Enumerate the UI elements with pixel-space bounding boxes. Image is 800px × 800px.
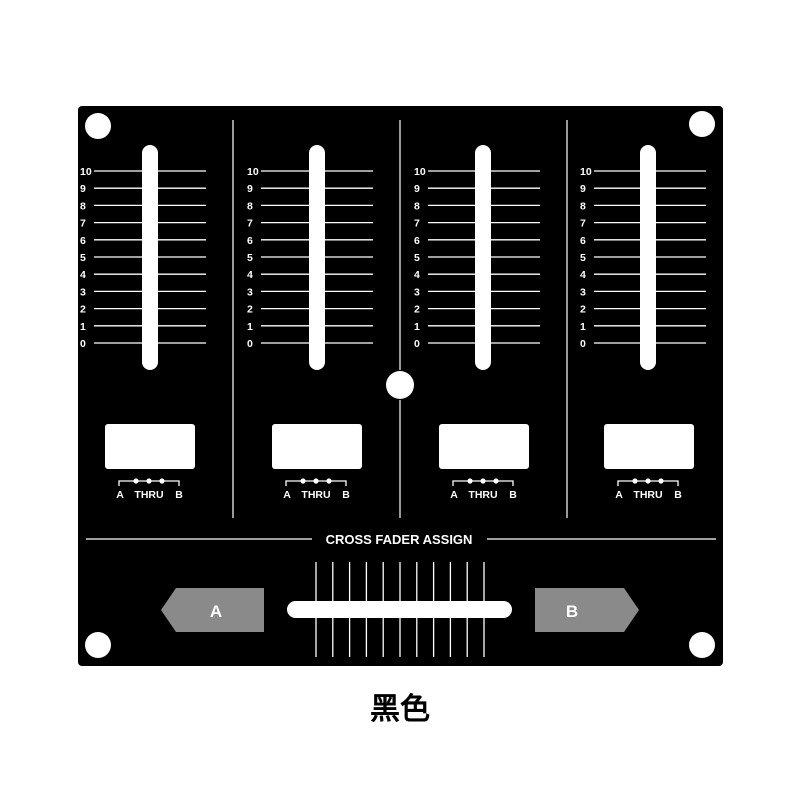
- fader-scale-label: 8: [580, 200, 586, 212]
- mounting-hole-top-right: [689, 111, 715, 137]
- cross-fader-slot: [287, 601, 512, 618]
- assign-label-thru: THRU: [633, 489, 662, 501]
- fader-scale-label: 7: [247, 218, 253, 230]
- assign-label-a: A: [450, 489, 458, 501]
- fader-scale-label: 9: [414, 183, 420, 195]
- assign-label-b: B: [674, 489, 682, 501]
- mounting-hole-bottom-left: [85, 632, 111, 658]
- assign-switch-dot: [645, 478, 651, 484]
- assign-label-b: B: [342, 489, 350, 501]
- fader-scale-label: 4: [580, 269, 586, 281]
- assign-switch-dot: [313, 478, 319, 484]
- fader-scale-label: 6: [414, 235, 420, 247]
- fader-scale-label: 4: [247, 269, 253, 281]
- fader-scale-label: 3: [247, 286, 253, 298]
- fader-scale-label: 7: [80, 218, 86, 230]
- assign-label-thru: THRU: [134, 489, 163, 501]
- cross-fader-title: CROSS FADER ASSIGN: [326, 532, 473, 547]
- channel-window: [272, 424, 362, 469]
- mounting-hole-bottom-right: [689, 632, 715, 658]
- assign-label-a: A: [116, 489, 124, 501]
- assign-label-a: A: [615, 489, 623, 501]
- fader-scale-label: 9: [580, 183, 586, 195]
- assign-label-thru: THRU: [301, 489, 330, 501]
- fader-scale-label: 6: [80, 235, 86, 247]
- fader-scale-label: 10: [414, 166, 426, 178]
- fader-scale-label: 5: [247, 252, 253, 264]
- center-hole: [386, 371, 414, 399]
- assign-switch-dot: [493, 478, 499, 484]
- fader-scale-label: 1: [414, 321, 420, 333]
- fader-scale-label: 8: [80, 200, 86, 212]
- channel-window: [604, 424, 694, 469]
- fader-scale-label: 8: [414, 200, 420, 212]
- assign-switch-dot: [300, 478, 306, 484]
- assign-switch-dot: [658, 478, 664, 484]
- channel-fader-slot: [142, 145, 158, 370]
- fader-scale-label: 4: [414, 269, 420, 281]
- cross-fader-b-label: B: [566, 602, 578, 621]
- fader-scale-label: 6: [580, 235, 586, 247]
- fader-scale-label: 10: [247, 166, 259, 178]
- fader-scale-label: 2: [414, 304, 420, 316]
- fader-scale-label: 4: [80, 269, 86, 281]
- fader-scale-label: 3: [80, 286, 86, 298]
- cross-fader-b-tab: [535, 588, 639, 632]
- mounting-hole-top-left: [85, 113, 111, 139]
- fader-scale-label: 8: [247, 200, 253, 212]
- assign-switch-dot: [467, 478, 473, 484]
- assign-label-a: A: [283, 489, 291, 501]
- fader-scale-label: 1: [580, 321, 586, 333]
- fader-scale-label: 2: [80, 304, 86, 316]
- fader-scale-label: 2: [247, 304, 253, 316]
- assign-switch-dot: [133, 478, 139, 484]
- channel-fader-slot: [475, 145, 491, 370]
- assign-switch-dot: [632, 478, 638, 484]
- fader-scale-label: 2: [580, 304, 586, 316]
- fader-scale-label: 5: [580, 252, 586, 264]
- cross-fader-a-tab: [161, 588, 264, 632]
- fader-scale-label: 0: [80, 338, 86, 350]
- fader-scale-label: 1: [247, 321, 253, 333]
- cross-fader-a-label: A: [210, 602, 222, 621]
- fader-scale-label: 9: [80, 183, 86, 195]
- fader-scale-label: 3: [580, 286, 586, 298]
- channel-window: [439, 424, 529, 469]
- assign-label-b: B: [509, 489, 517, 501]
- channel-window: [105, 424, 195, 469]
- channel-fader-slot: [640, 145, 656, 370]
- fader-scale-label: 7: [580, 218, 586, 230]
- fader-scale-label: 10: [80, 166, 92, 178]
- fader-scale-label: 10: [580, 166, 592, 178]
- fader-scale-label: 0: [247, 338, 253, 350]
- fader-scale-label: 0: [580, 338, 586, 350]
- assign-switch-dot: [159, 478, 165, 484]
- assign-switch-dot: [326, 478, 332, 484]
- fader-scale-label: 6: [247, 235, 253, 247]
- color-caption: 黑色: [370, 692, 430, 727]
- fader-scale-label: 7: [414, 218, 420, 230]
- channel-fader-slot: [309, 145, 325, 370]
- fader-scale-label: 5: [414, 252, 420, 264]
- assign-label-thru: THRU: [468, 489, 497, 501]
- assign-switch-dot: [146, 478, 152, 484]
- fader-scale-label: 5: [80, 252, 86, 264]
- assign-switch-dot: [480, 478, 486, 484]
- fader-scale-label: 0: [414, 338, 420, 350]
- fader-scale-label: 3: [414, 286, 420, 298]
- fader-scale-label: 9: [247, 183, 253, 195]
- assign-label-b: B: [175, 489, 183, 501]
- fader-scale-label: 1: [80, 321, 86, 333]
